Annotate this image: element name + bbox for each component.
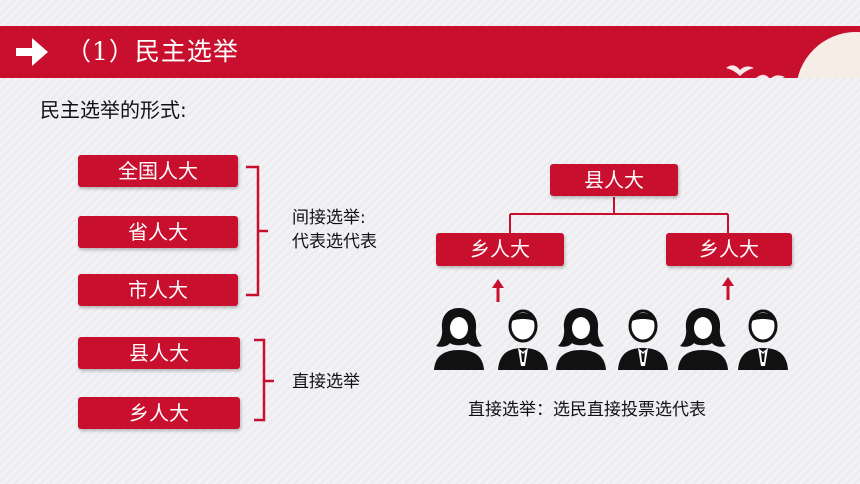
indirect-election-label: 间接选举: 代表选代表 bbox=[292, 208, 377, 252]
header-bar: （1）民主选举 bbox=[0, 26, 860, 78]
box-city-congress: 市人大 bbox=[78, 274, 238, 306]
tree-box-county-congress: 县人大 bbox=[550, 164, 678, 196]
box-township-congress: 乡人大 bbox=[78, 397, 240, 429]
tree-box-township-left: 乡人大 bbox=[436, 233, 564, 266]
direct-election-label: 直接选举 bbox=[292, 372, 360, 392]
female-voter-icon bbox=[556, 308, 606, 370]
female-voter-icon bbox=[678, 308, 728, 370]
male-voter-icon bbox=[498, 309, 548, 370]
page-title: （1）民主选举 bbox=[66, 37, 239, 66]
section-subtitle: 民主选举的形式: bbox=[40, 98, 187, 122]
box-county-congress: 县人大 bbox=[78, 337, 240, 369]
box-national-congress: 全国人大 bbox=[78, 155, 238, 187]
arrow-up-icon bbox=[722, 277, 734, 300]
male-voter-icon bbox=[738, 309, 788, 370]
arrow-right-icon bbox=[16, 38, 48, 66]
dove-icon bbox=[726, 65, 785, 78]
arrow-up-icon bbox=[492, 279, 504, 302]
box-provincial-congress: 省人大 bbox=[78, 216, 238, 248]
female-voter-icon bbox=[434, 308, 484, 370]
tree-box-township-right: 乡人大 bbox=[666, 233, 792, 266]
male-voter-icon bbox=[618, 309, 668, 370]
direct-election-caption: 直接选举：选民直接投票选代表 bbox=[468, 400, 706, 420]
